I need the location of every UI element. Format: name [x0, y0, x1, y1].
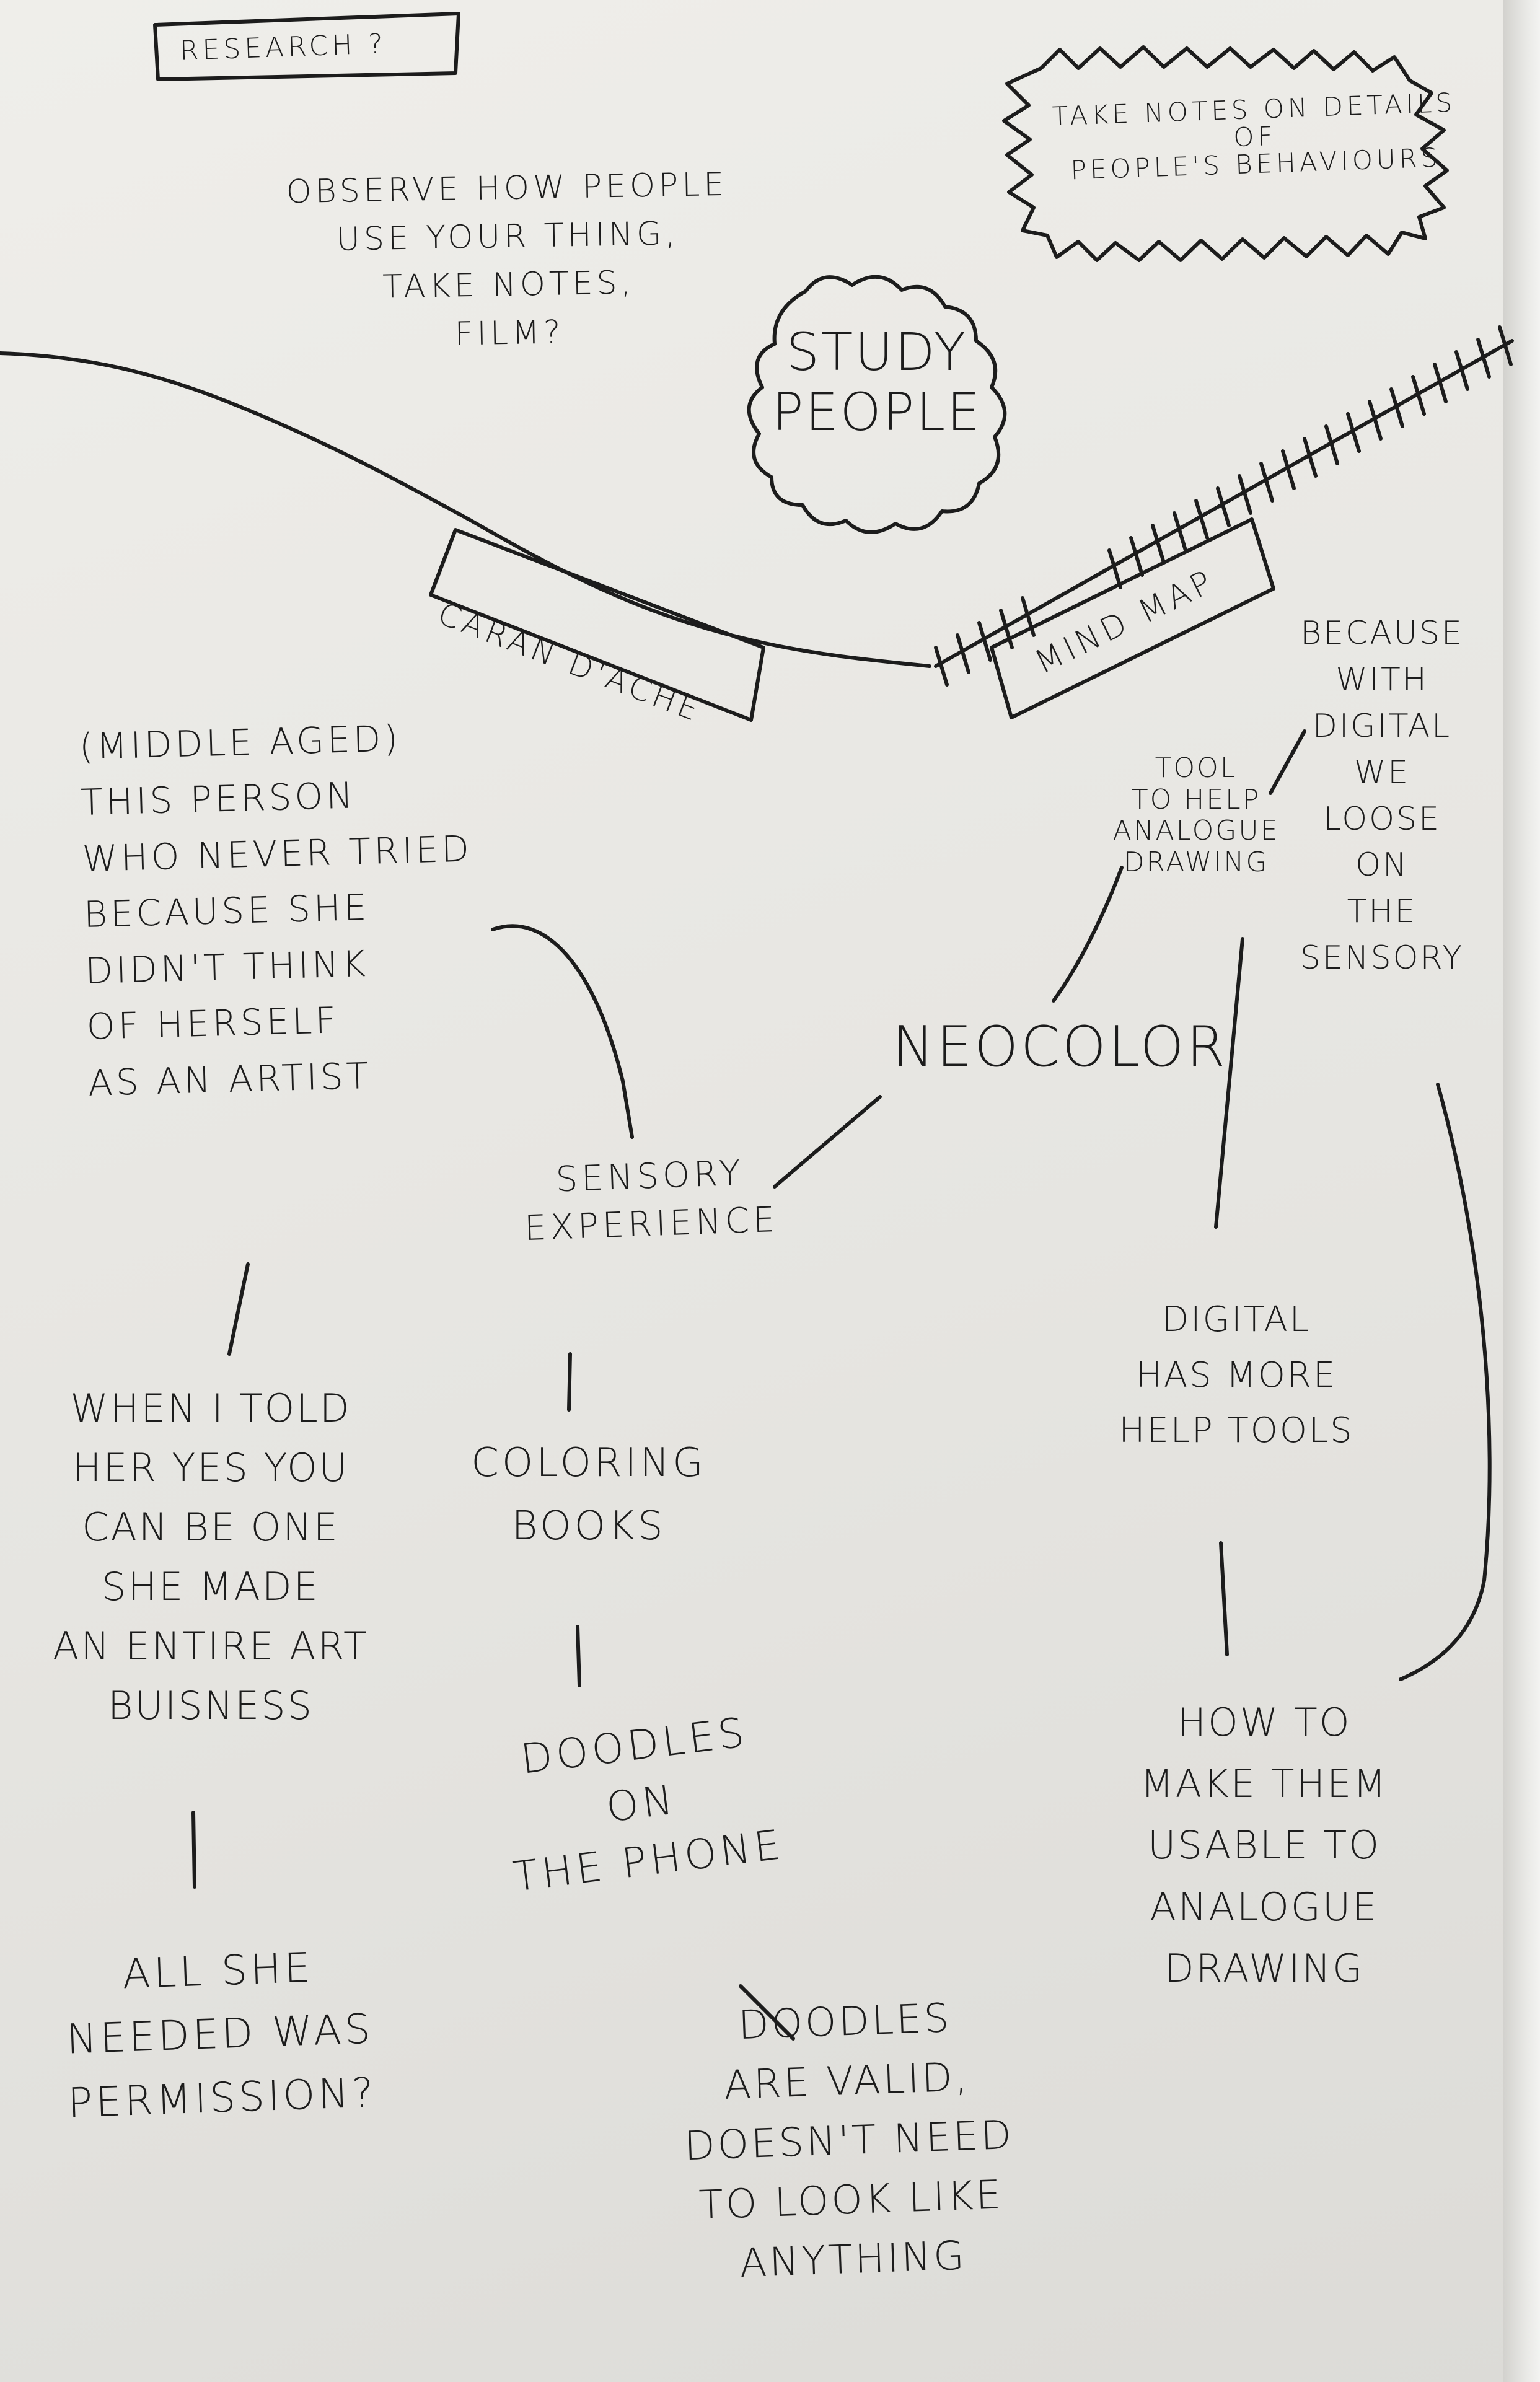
when-to-all-line: [191, 1811, 196, 1889]
sensory-right-to-howto-curve: [1399, 1083, 1492, 1681]
doodles-valid-label: DOODLES ARE VALID, DOESN'T NEED TO LOOK …: [684, 1995, 1014, 2287]
person-to-when-line: [227, 1262, 250, 1356]
observe-label: OBSERVE HOW PEOPLE USE YOUR THING, TAKE …: [286, 165, 728, 353]
neocolor-to-tool-line: [1052, 866, 1124, 1003]
how-to-make-usable-label: HOW TO MAKE THEM USABLE TO ANALOGUE DRAW…: [1140, 1700, 1388, 1991]
page-binding-edge: [1503, 0, 1540, 2382]
because-digital-label: BECAUSE WITH DIGITAL WE LOOSE ON THE SEN…: [1300, 615, 1464, 977]
digital-to-howto-line: [1219, 1541, 1229, 1656]
sensory-to-person-curve: [491, 924, 634, 1139]
sensory-experience-label: SENSORY EXPERIENCE: [524, 1153, 780, 1249]
tool-to-digital-line: [1214, 937, 1244, 1229]
left-curve-line: [0, 351, 931, 668]
take-notes-label: TAKE NOTES ON DETAILS OF PEOPLE'S BEHAVI…: [1052, 87, 1456, 186]
tool-to-because-line: [1269, 729, 1306, 795]
neocolor-to-sensory-line: [773, 1095, 882, 1189]
all-she-needed-label: ALL SHE NEEDED WAS PERMISSION?: [65, 1943, 377, 2127]
coloring-books-label: COLORING BOOKS: [471, 1440, 706, 1550]
railway-ticks: [934, 325, 1513, 687]
research-box: [153, 12, 460, 81]
when-i-told-her-label: WHEN I TOLD HER YES YOU CAN BE ONE SHE M…: [52, 1386, 369, 1729]
mind-map-box: [990, 517, 1275, 719]
coloring-to-doodles-line: [576, 1625, 581, 1687]
tool-to-help-label: TOOL TO HELP ANALOGUE DRAWING: [1112, 752, 1280, 878]
digital-help-tools-label: DIGITAL HAS MORE HELP TOOLS: [1119, 1299, 1354, 1451]
caran-dache-box: [429, 528, 765, 722]
person-label: (MIDDLE AGED) THIS PERSON WHO NEVER TRIE…: [79, 717, 473, 1104]
study-people-label: STUDY PEOPLE: [772, 322, 982, 442]
doodles-phone-label: DOODLES ON THE PHONE: [510, 1708, 786, 1902]
doodles-to-valid-line: [739, 1984, 795, 2041]
study-people-cloud: [747, 275, 1007, 534]
neocolor-label: NEOCOLOR: [892, 1014, 1228, 1079]
sensory-to-coloring-line: [567, 1352, 572, 1412]
take-notes-cloud: [1002, 45, 1449, 262]
